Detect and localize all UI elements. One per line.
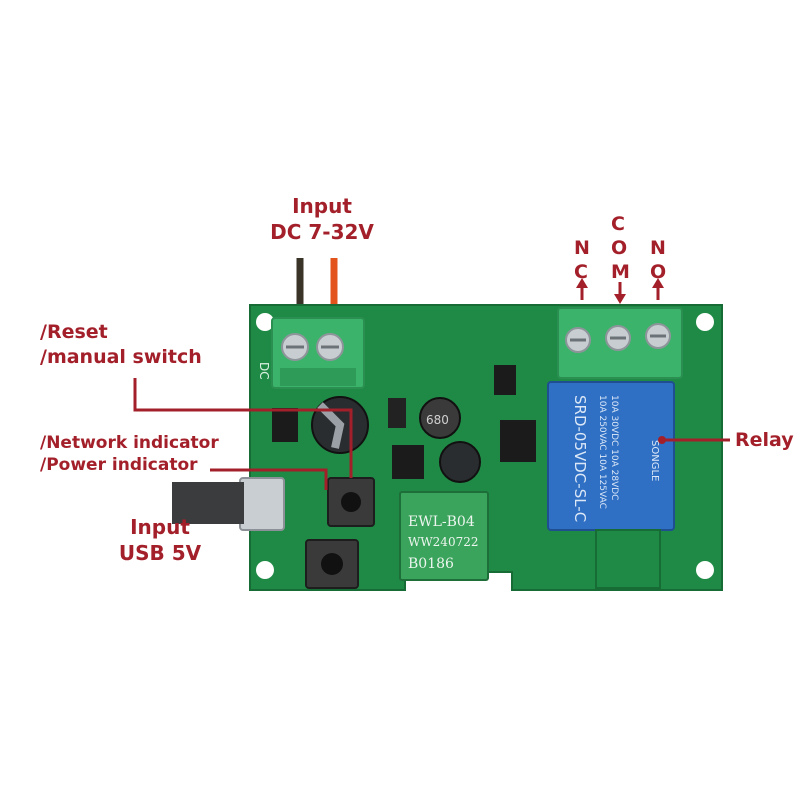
input-dc-line1: Input <box>292 194 352 218</box>
relay-rating-text: 10A 250VAC 10A 125VAC <box>597 395 607 509</box>
inductor-code: 680 <box>426 413 449 427</box>
mount-hole <box>696 561 714 579</box>
input-usb-label: Input USB 5V <box>110 514 210 566</box>
relay-pin-area <box>595 529 661 589</box>
down-arrow-icon <box>614 294 626 304</box>
input-dc-label: Input DC 7-32V <box>262 193 382 245</box>
reset-line1: /Reset <box>40 321 108 343</box>
relay-brand-text: SONGLE <box>649 440 660 481</box>
usb-plug <box>172 482 244 524</box>
mount-hole <box>696 313 714 331</box>
inductor <box>419 397 461 439</box>
relay-rating-text: 10A 30VDC 10A 28VDC <box>609 395 619 500</box>
mount-hole <box>256 313 274 331</box>
button-cap <box>321 553 343 575</box>
ic-chip <box>392 445 424 479</box>
dc-terminal-base <box>280 368 356 386</box>
relay-label: Relay <box>735 429 794 451</box>
reset-line2: /manual switch <box>40 346 202 368</box>
com-label: C O M <box>611 213 632 283</box>
silkscreen-dc: DC <box>257 362 271 380</box>
no-label: N O <box>650 237 669 283</box>
usb-connector <box>239 477 285 531</box>
mount-hole <box>256 561 274 579</box>
small-capacitor <box>439 441 481 483</box>
diode <box>388 398 406 428</box>
relay-callout-dot <box>658 436 666 444</box>
nc-label: N C <box>574 237 592 283</box>
input-usb-line2: USB 5V <box>118 541 202 565</box>
module-text: WW240722 <box>408 535 478 549</box>
smd-component <box>494 365 516 395</box>
network-indicator-label: /Network indicator <box>40 433 219 453</box>
capacitor-marking <box>317 402 345 449</box>
module-text: B0186 <box>408 556 454 572</box>
module-text: EWL-B04 <box>408 514 475 530</box>
up-arrow-icon <box>576 278 588 288</box>
up-arrow-icon <box>652 278 664 288</box>
input-dc-line2: DC 7-32V <box>270 220 374 244</box>
reset-callout-line <box>133 378 353 478</box>
indicator-labels: /Network indicator /Power indicator <box>40 432 219 476</box>
regulator <box>500 420 536 462</box>
relay-model-text: SRD-05VDC-SL-C <box>571 395 589 522</box>
input-usb-line1: Input <box>130 515 190 539</box>
indicator-callout-line <box>210 468 328 490</box>
transistor <box>272 408 298 442</box>
button-cap <box>341 492 361 512</box>
reset-label: /Reset /manual switch <box>40 320 202 370</box>
wifi-module <box>399 491 489 581</box>
power-indicator-label: /Power indicator <box>40 455 198 475</box>
